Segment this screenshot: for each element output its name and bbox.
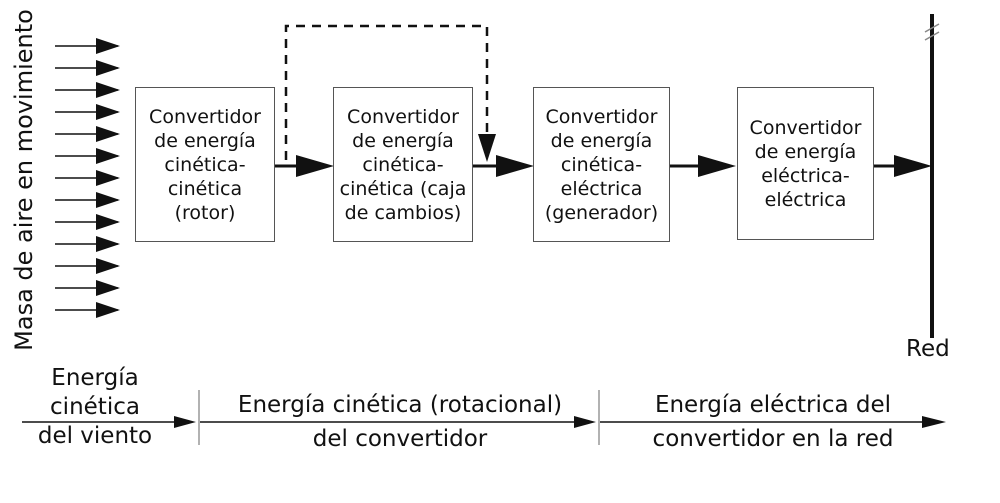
- gearbox-block-text: Convertidor de energía cinética- cinétic…: [339, 105, 467, 224]
- electric-converter-block: Convertidor de energía eléctrica- eléctr…: [737, 87, 874, 240]
- electric-converter-block-text: Convertidor de energía eléctrica- eléctr…: [749, 116, 862, 211]
- gearbox-block: Convertidor de energía cinética- cinétic…: [333, 87, 473, 242]
- energy-timeline: [22, 390, 946, 445]
- grid-label: Red: [906, 336, 950, 362]
- air-flow-arrows: [55, 38, 120, 318]
- bypass-dashed-path: [284, 24, 496, 162]
- generator-block: Convertidor de energía cinética- eléctri…: [533, 87, 670, 242]
- rotor-block: Convertidor de energía cinética- cinétic…: [135, 87, 275, 242]
- stage-rotational-energy: Energía cinética (rotacional) del conver…: [237, 392, 563, 452]
- stage-wind-energy: Energía cinética del viento: [37, 365, 153, 449]
- grid-bus-line: [924, 14, 940, 338]
- flow-connectors: [275, 155, 932, 177]
- rotor-block-text: Convertidor de energía cinética- cinétic…: [149, 105, 261, 224]
- stage-electric-energy: Energía eléctrica del convertidor en la …: [652, 392, 894, 452]
- generator-block-text: Convertidor de energía cinética- eléctri…: [544, 105, 659, 224]
